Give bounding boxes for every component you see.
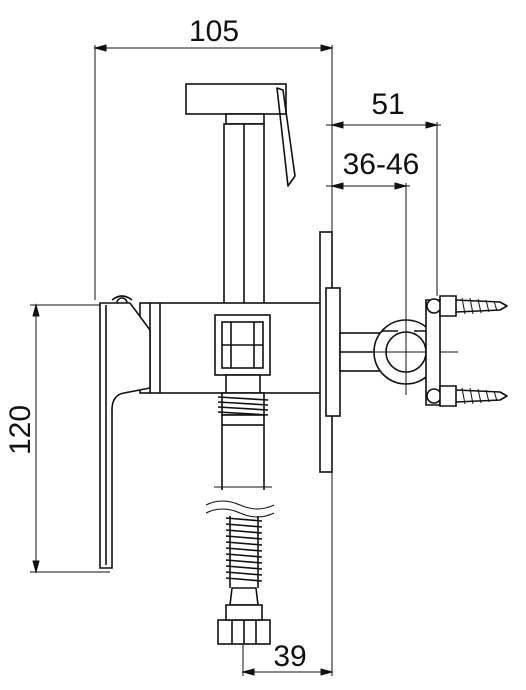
- dimension-label-36-46: 36-46: [343, 148, 420, 181]
- hose-end-nut: [217, 587, 271, 645]
- dimension-label-51: 51: [371, 88, 404, 121]
- hose-lower: [225, 516, 263, 588]
- shower-head: [185, 83, 296, 187]
- outlet-connector: [214, 314, 271, 394]
- dimension-bracket-depth: 51: [326, 88, 441, 296]
- dimension-hose-offset: 39: [241, 470, 334, 676]
- shower-handle: [223, 123, 265, 307]
- lever-handle: [99, 302, 151, 569]
- wall-bracket: [339, 298, 458, 406]
- wall-flange: [319, 231, 341, 473]
- dimension-wall-range: 36-46: [326, 148, 419, 310]
- wall-screw-bottom: [439, 385, 508, 407]
- dimension-label-105: 105: [189, 15, 239, 48]
- dimension-body-height: 120: [4, 303, 110, 574]
- dimension-label-120: 120: [4, 405, 37, 455]
- wall-screw-top: [439, 295, 508, 317]
- threaded-nipple: [217, 392, 269, 426]
- dimension-label-39: 39: [273, 640, 306, 673]
- hose-upper: [205, 425, 275, 518]
- dimension-overall-width: 105: [93, 15, 334, 300]
